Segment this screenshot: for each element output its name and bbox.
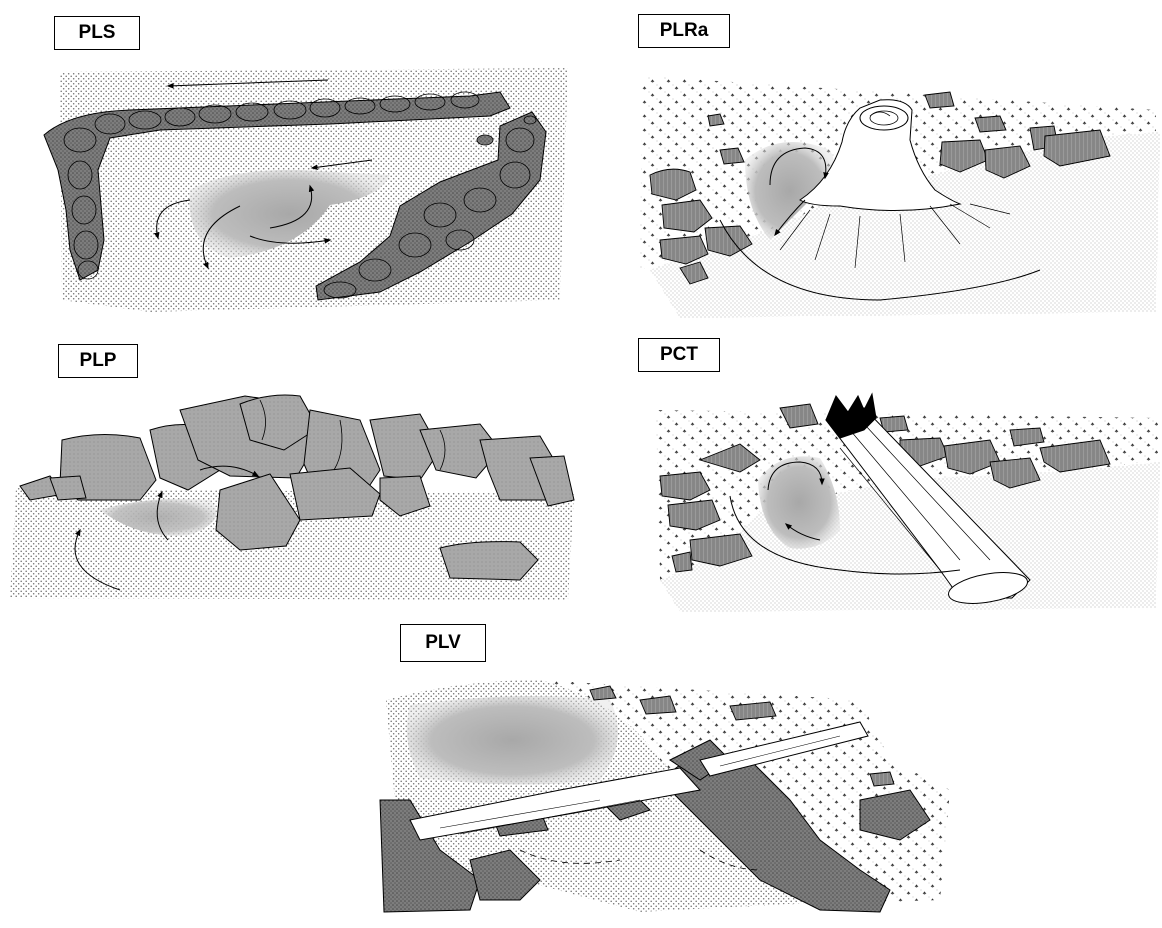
label-plp: PLP <box>58 344 138 378</box>
panel-pls <box>44 68 568 312</box>
label-plra: PLRa <box>638 14 730 48</box>
panel-plra <box>640 76 1160 318</box>
label-pct: PCT <box>638 338 720 372</box>
plv-pool-shade <box>407 696 618 785</box>
label-pls: PLS <box>54 16 140 50</box>
panel-plp <box>10 395 574 600</box>
panel-plv <box>380 680 950 912</box>
label-plv: PLV <box>400 624 486 662</box>
panel-pct <box>656 394 1160 612</box>
